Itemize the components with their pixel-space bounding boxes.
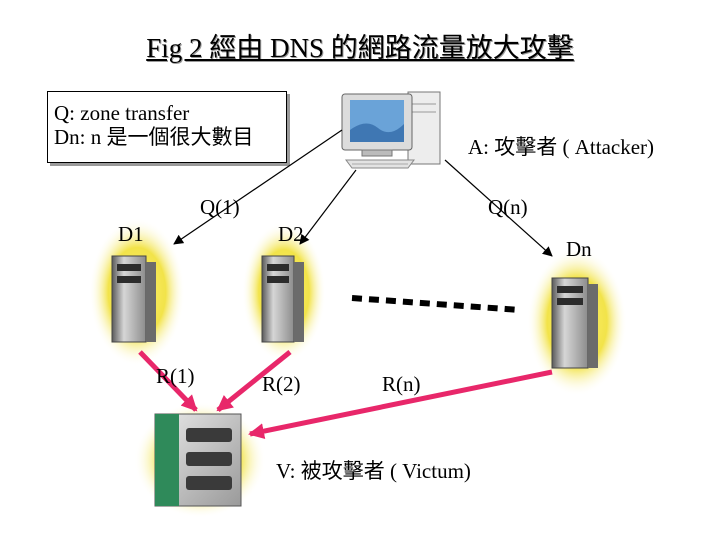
query-n-label: Q(n) <box>488 195 528 219</box>
server-d2-label: D2 <box>278 222 304 246</box>
server-dn-icon <box>527 248 627 396</box>
more-servers-dashed-line <box>351 295 521 313</box>
query-type-text: Q: zone transfer <box>54 101 190 125</box>
server-d2-icon <box>242 222 326 362</box>
server-d1-icon <box>89 218 185 366</box>
victim-label: V: 被攻擊者 ( Victum) <box>276 459 471 483</box>
response-1-label: R(1) <box>156 364 195 388</box>
response-n-label: R(n) <box>382 372 421 396</box>
response-arrow-d2 <box>216 350 292 412</box>
server-count-note: Dn: n 是一個很大數目 <box>54 125 254 149</box>
figure-title: Fig 2 經由 DNS 的網路流量放大攻擊 <box>146 33 574 63</box>
query-arrow-d2 <box>299 169 357 245</box>
query-arrow-d1 <box>173 129 343 245</box>
victim-server-icon <box>134 402 266 518</box>
query-info-box: Q: zone transfer Dn: n 是一個很大數目 <box>47 91 287 163</box>
query-1-label: Q(1) <box>200 195 240 219</box>
attacker-computer-icon <box>341 91 441 169</box>
response-arrow-dn <box>248 369 553 440</box>
query-arrow-dn <box>444 159 553 257</box>
response-arrow-d1 <box>138 350 198 412</box>
attacker-label: A: 攻擊者 ( Attacker) <box>468 135 655 159</box>
server-dn-label: Dn <box>566 237 592 261</box>
server-d1-label: D1 <box>118 222 144 246</box>
response-2-label: R(2) <box>262 372 301 396</box>
